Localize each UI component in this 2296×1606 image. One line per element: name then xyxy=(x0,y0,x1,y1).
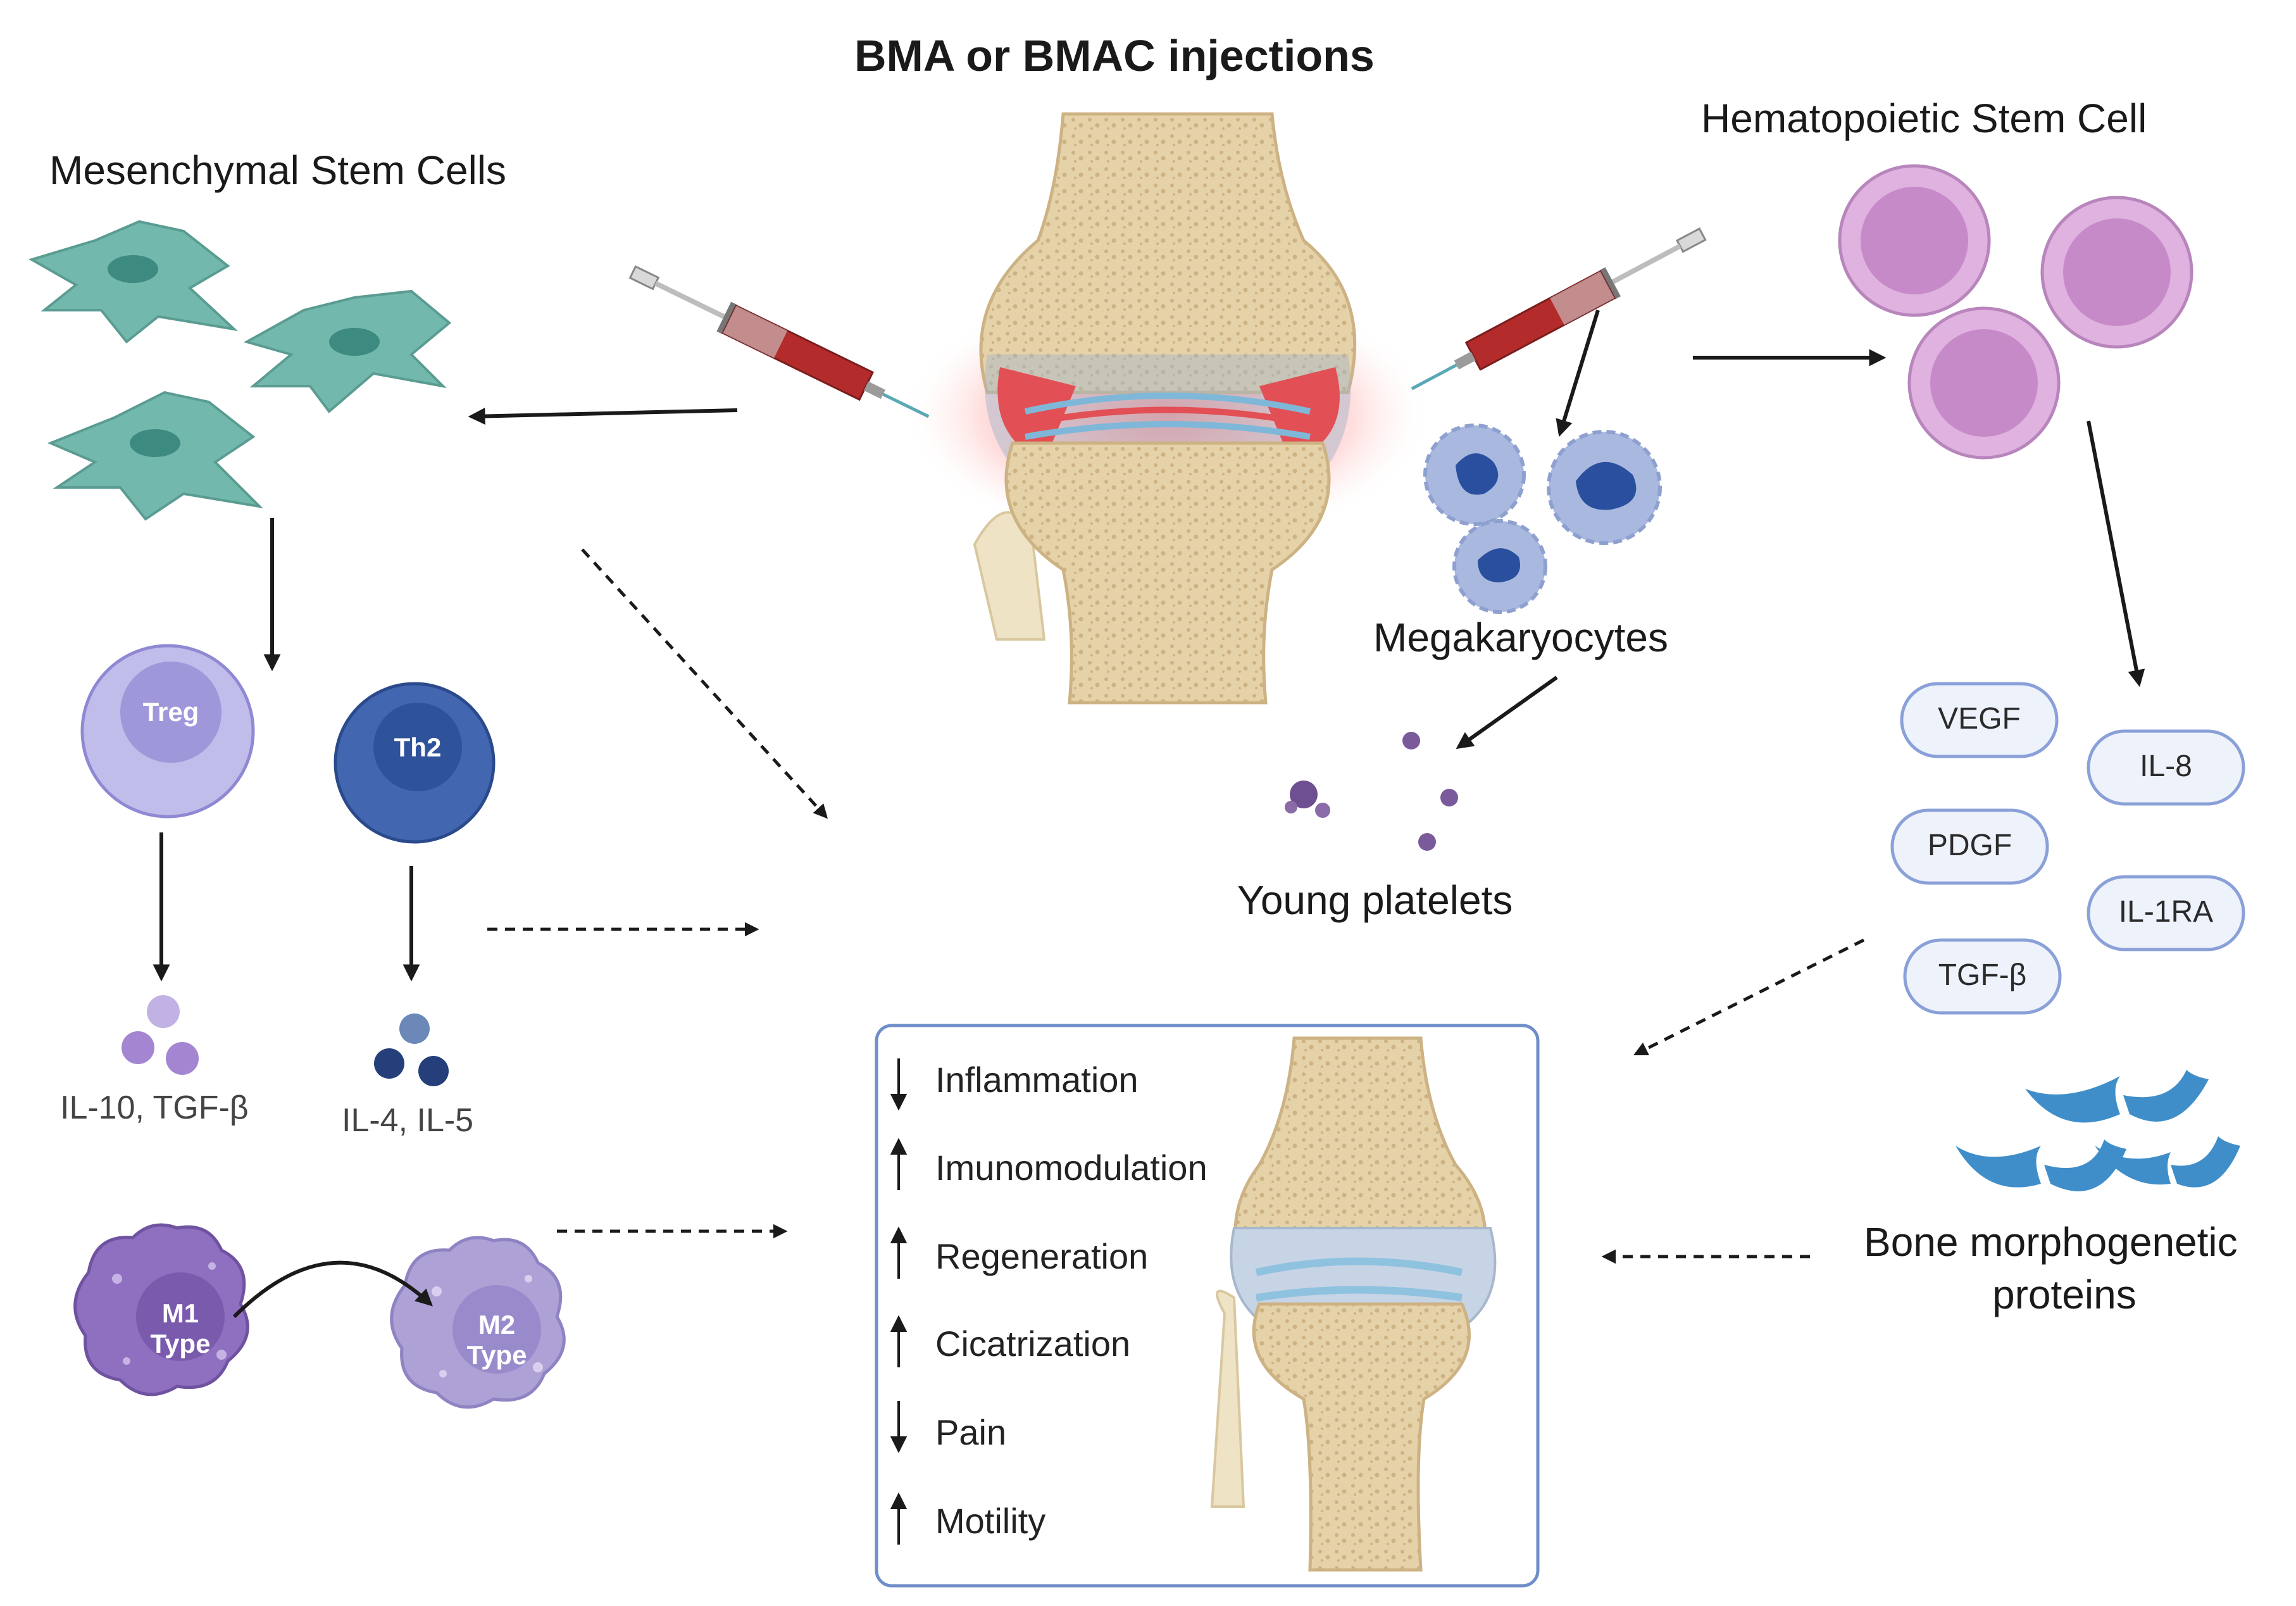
factor-il8: IL-8 xyxy=(2140,750,2192,783)
factor-pills xyxy=(1890,682,2245,1015)
m2-macrophage-icon xyxy=(390,1236,566,1409)
effect-motility: Motility xyxy=(935,1501,1046,1541)
syringe-left xyxy=(628,265,930,418)
effect-cicatrization: Cicatrization xyxy=(935,1324,1131,1364)
outcome-arrows xyxy=(890,1058,908,1545)
factor-pdgf: PDGF xyxy=(1927,829,2012,862)
msc-label: Mesenchymal Stem Cells xyxy=(49,147,506,193)
factor-il1ra: IL-1RA xyxy=(2118,895,2214,929)
megakaryocytes-label: Megakaryocytes xyxy=(1373,615,1668,660)
effect-pain: Pain xyxy=(935,1412,1007,1452)
bmp-label-line1: Bone morphogenetic xyxy=(1864,1219,2238,1265)
megakaryocyte-icon xyxy=(1423,423,1662,614)
m1-macrophage-icon xyxy=(73,1223,249,1396)
inflamed-knee-joint xyxy=(902,112,1433,705)
bmp-label-line2: proteins xyxy=(1992,1272,2137,1317)
hsc-label: Hematopoietic Stem Cell xyxy=(1701,96,2147,141)
bmp-icon xyxy=(1956,1070,2240,1191)
th2-label: Th2 xyxy=(394,732,442,762)
effect-inflammation: Inflammation xyxy=(935,1060,1139,1100)
th2-cell-icon xyxy=(334,682,496,844)
dashed-arrows xyxy=(487,548,1865,1264)
th2-cytokine-dots xyxy=(374,1013,449,1086)
th2-cytokines-label: IL-4, IL-5 xyxy=(342,1102,474,1139)
m1-label-line2: Type xyxy=(150,1329,211,1358)
m2-label-line1: M2 xyxy=(478,1310,516,1339)
factor-tgfb: TGF-β xyxy=(1938,958,2027,992)
hematopoietic-stem-cell-icon xyxy=(1838,164,2193,460)
diagram-title: BMA or BMAC injections xyxy=(854,31,1375,80)
solid-arrows xyxy=(153,310,2145,1319)
m2-label-line2: Type xyxy=(466,1340,527,1370)
syringe-right xyxy=(1411,227,1707,391)
m1-label-line1: M1 xyxy=(161,1298,199,1328)
treg-cytokines-label: IL-10, TGF-β xyxy=(60,1089,249,1126)
factor-vegf: VEGF xyxy=(1938,702,2021,736)
effect-imunomodulation: Imunomodulation xyxy=(935,1148,1207,1188)
treg-cytokine-dots xyxy=(122,995,199,1075)
young-platelets-icon xyxy=(1285,732,1458,851)
mesenchymal-stem-cell-icon xyxy=(28,220,452,521)
treg-label: Treg xyxy=(142,697,199,727)
treg-cell-icon xyxy=(80,644,255,819)
young-platelets-label: Young platelets xyxy=(1237,877,1513,923)
effect-regeneration: Regeneration xyxy=(935,1236,1149,1276)
healthy-knee-joint xyxy=(1210,1036,1497,1572)
